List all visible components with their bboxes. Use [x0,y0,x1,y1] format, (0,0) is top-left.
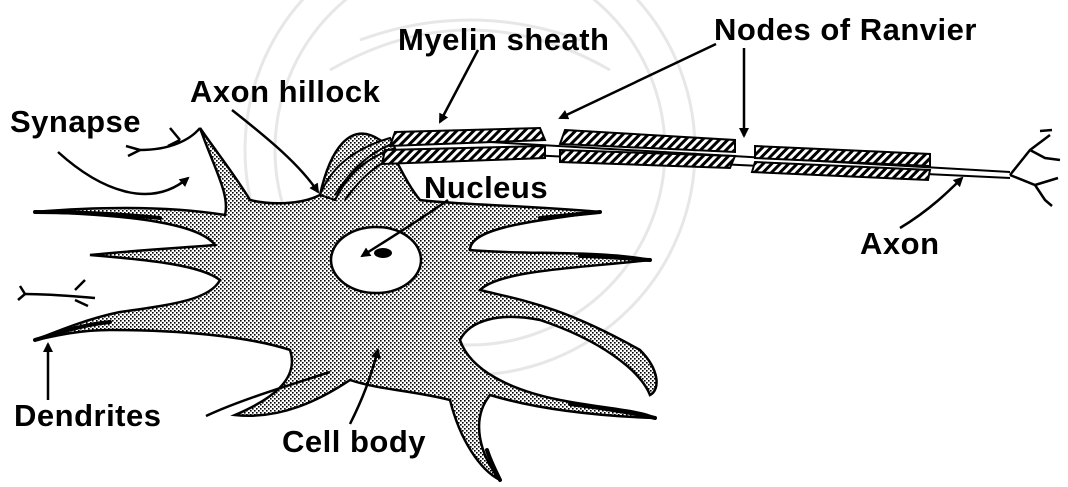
label-synapse: Synapse [10,106,141,137]
axon-terminal [1010,130,1060,206]
nucleolus-shape [374,248,392,258]
arrow-synapse [58,152,188,194]
label-myelin-sheath: Myelin sheath [398,24,610,55]
label-nucleus: Nucleus [424,172,548,203]
label-dendrites: Dendrites [14,400,161,431]
label-axon-hillock: Axon hillock [190,76,380,107]
label-arrows [48,44,962,424]
nucleus-shape [331,227,421,293]
arrow-axon [900,178,962,228]
label-axon: Axon [860,228,940,259]
arrow-myelin-sheath [440,50,478,122]
label-cell-body: Cell body [282,426,426,457]
label-nodes-of-ranvier: Nodes of Ranvier [714,14,977,45]
